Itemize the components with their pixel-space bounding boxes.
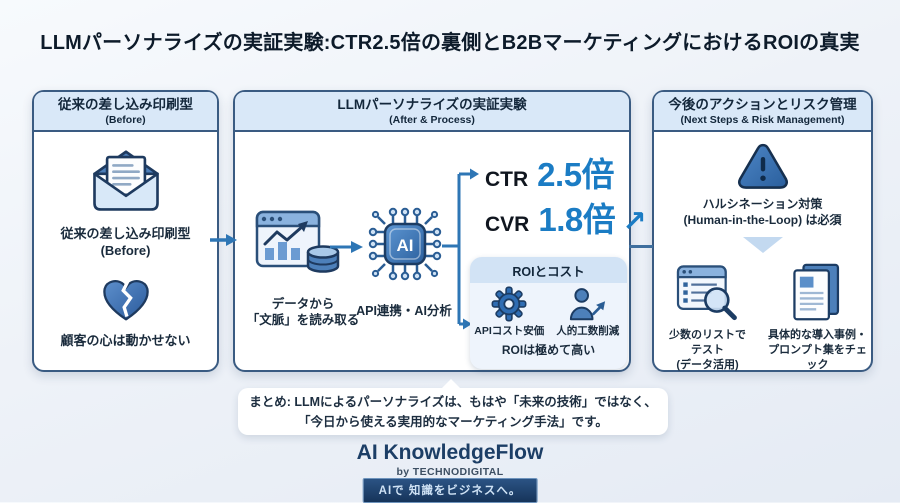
process-to-next-connector — [629, 245, 653, 248]
ai-chip-icon: AI — [363, 202, 447, 286]
panel-before-title: 従来の差し込み印刷型 — [58, 97, 193, 112]
ctr-label: CTR — [485, 168, 529, 191]
data-chart-icon — [255, 204, 343, 284]
panel-next-subtitle: (Next Steps & Risk Management) — [680, 113, 845, 126]
ai-caption: API連携・AI分析 — [356, 304, 452, 318]
page-title: LLMパーソナライズの実証実験:CTR2.5倍の裏側とB2Bマーケティングにおけ… — [40, 32, 860, 54]
cvr-value: 1.8倍 — [538, 201, 616, 238]
panel-process: LLMパーソナライズの実証実験 (After & Process) データから … — [233, 90, 647, 372]
summary-line2: 「今日から使える実用的なマーケティング手法」です。 — [298, 414, 608, 429]
warning-caption-line2: (Human-in-the-Loop) は必須 — [683, 213, 842, 228]
documents-icon — [789, 263, 847, 323]
person-up-arrow-icon — [550, 286, 626, 322]
panel-before-subtitle: (Before) — [105, 113, 146, 126]
panel-before: 従来の差し込み印刷型 (Before) 従来の差し込み印刷型 (Before) — [32, 90, 219, 372]
cvr-up-arrow-icon: ↗ — [622, 206, 647, 238]
panel-process-subtitle: (After & Process) — [389, 113, 475, 126]
gear-icon — [471, 286, 547, 322]
summary-notch — [441, 379, 461, 389]
test-caption-line3: (データ活用) — [676, 358, 739, 371]
before-mail-caption-line2: (Before) — [100, 243, 151, 259]
test-caption-line2: テスト — [691, 344, 724, 357]
roi-box-footer: ROIは極めて高い — [501, 343, 596, 357]
brand-byline: by TECHNODIGITAL — [396, 466, 504, 478]
chevron-down-icon — [742, 237, 783, 254]
envelope-icon — [84, 140, 168, 216]
roi-item-labor: 人的工数削減 — [556, 325, 620, 337]
panel-process-title: LLMパーソナライズの実証実験 — [337, 97, 527, 112]
list-search-icon — [676, 263, 740, 323]
broken-heart-icon — [98, 273, 154, 323]
panel-next-header: 今後のアクションとリスク管理 (Next Steps & Risk Manage… — [654, 92, 871, 132]
before-heart-caption: 顧客の心は動かせない — [60, 332, 191, 348]
summary-callout: まとめ: LLMによるパーソナライズは、もはや「未来の技術」ではなく、 「今日か… — [238, 379, 668, 435]
roi-cost-box: ROIとコスト APIコスト安価 — [470, 257, 627, 369]
data-caption-line1: データから — [271, 297, 335, 311]
brand-logo-text: AI KnowledgeFlow — [356, 441, 544, 464]
ctr-value: 2.5倍 — [537, 156, 615, 193]
cvr-label: CVR — [485, 213, 530, 236]
before-to-process-arrow-icon — [210, 229, 238, 251]
branch-connector-icon — [433, 147, 493, 337]
warning-caption-line1: ハルシネーション対策 — [702, 196, 823, 211]
roi-box-title: ROIとコスト — [470, 257, 627, 283]
panel-next: 今後のアクションとリスク管理 (Next Steps & Risk Manage… — [652, 90, 873, 372]
panel-process-header: LLMパーソナライズの実証実験 (After & Process) — [235, 92, 629, 132]
roi-item-api: APIコスト安価 — [474, 325, 545, 337]
before-mail-caption-line1: 従来の差し込み印刷型 — [60, 225, 191, 241]
docs-caption-line1: 具体的な導入事例・ — [768, 329, 867, 342]
data-caption-line2: 「文脈」を読み取る — [246, 313, 360, 328]
test-caption-line1: 少数のリストで — [669, 329, 746, 342]
warning-icon — [735, 140, 791, 191]
panel-before-header: 従来の差し込み印刷型 (Before) — [34, 92, 217, 132]
flow-arrow-icon — [330, 237, 364, 257]
docs-caption-line2: プロンプト集をチェック — [768, 344, 867, 371]
ai-chip-label: AI — [397, 236, 414, 255]
panel-next-title: 今後のアクションとリスク管理 — [668, 97, 857, 112]
brand-tagline-badge: AIで 知識をビジネスへ。 — [362, 478, 538, 503]
summary-line1: まとめ: LLMによるパーソナライズは、もはや「未来の技術」ではなく、 — [249, 394, 657, 409]
